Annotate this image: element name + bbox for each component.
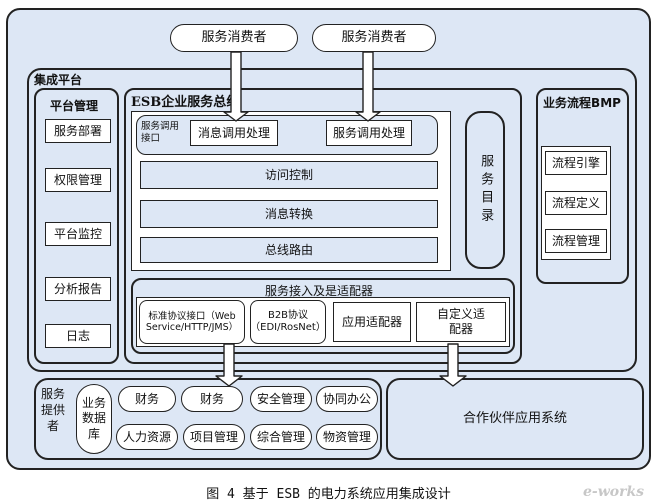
bmp-item-engine: 流程引擎 <box>545 151 607 175</box>
partner-apps-box: 合作伙伴应用系统 <box>386 378 644 460</box>
provider-finance-2: 财务 <box>181 386 243 412</box>
provider-general-mgmt: 综合管理 <box>250 424 312 450</box>
eworks-watermark: e-works <box>583 484 645 500</box>
adapter-standard-protocol: 标准协议接口（Web Service/HTTP/JMS） <box>139 300 245 344</box>
platform-mgmt-item-permission: 权限管理 <box>45 168 111 192</box>
platform-mgmt-item-deploy: 服务部署 <box>45 119 111 143</box>
bmp-title: 业务流程BMP <box>543 96 621 110</box>
esb-title: ESB企业服务总线 <box>131 95 240 110</box>
platform-mgmt-title: 平台管理 <box>50 99 99 113</box>
service-directory-label: 服务目录 <box>478 154 494 226</box>
bmp-item-management: 流程管理 <box>545 229 607 253</box>
provider-material-mgmt: 物资管理 <box>316 424 378 450</box>
figure-caption: 图 4 基于 ESB 的电力系统应用集成设计 <box>206 487 451 502</box>
adapter-b2b-protocol: B2B协议（EDI/RosNet） <box>250 300 326 344</box>
message-transform-bar: 消息转换 <box>140 200 438 228</box>
platform-mgmt-item-log: 日志 <box>45 324 111 348</box>
arrow-adapter-to-partner <box>439 343 467 387</box>
msg-call-process-box: 消息调用处理 <box>190 120 278 146</box>
arrow-adapter-to-providers <box>215 343 243 387</box>
provider-finance-1: 财务 <box>118 386 176 412</box>
consumer-box-2: 服务消费者 <box>312 24 436 52</box>
bmp-item-definition: 流程定义 <box>545 191 607 215</box>
business-db-ellipse: 业务数据库 <box>76 384 112 454</box>
arrow-consumer1-down <box>223 51 249 122</box>
adapter-custom: 自定义适配器 <box>416 302 506 342</box>
integration-platform-title: 集成平台 <box>34 73 83 87</box>
platform-mgmt-item-report: 分析报告 <box>45 277 111 301</box>
adapter-application: 应用适配器 <box>333 302 411 342</box>
service-call-process-box: 服务调用处理 <box>326 120 412 146</box>
provider-hr: 人力资源 <box>116 424 178 450</box>
provider-collab-office: 协同办公 <box>316 386 378 412</box>
call-interface-label: 服务调用接口 <box>141 121 180 145</box>
bus-routing-bar: 总线路由 <box>140 237 438 263</box>
arrow-consumer2-down <box>355 51 381 122</box>
platform-mgmt-item-monitor: 平台监控 <box>45 222 111 246</box>
provider-project-mgmt: 项目管理 <box>183 424 245 450</box>
consumer-box-1: 服务消费者 <box>170 24 298 52</box>
provider-security-mgmt: 安全管理 <box>250 386 312 412</box>
providers-label: 服务提供者 <box>40 387 65 434</box>
adapter-title: 服务接入及是适配器 <box>265 284 374 298</box>
access-control-bar: 访问控制 <box>140 161 438 189</box>
service-directory-box: 服务目录 <box>465 111 505 269</box>
